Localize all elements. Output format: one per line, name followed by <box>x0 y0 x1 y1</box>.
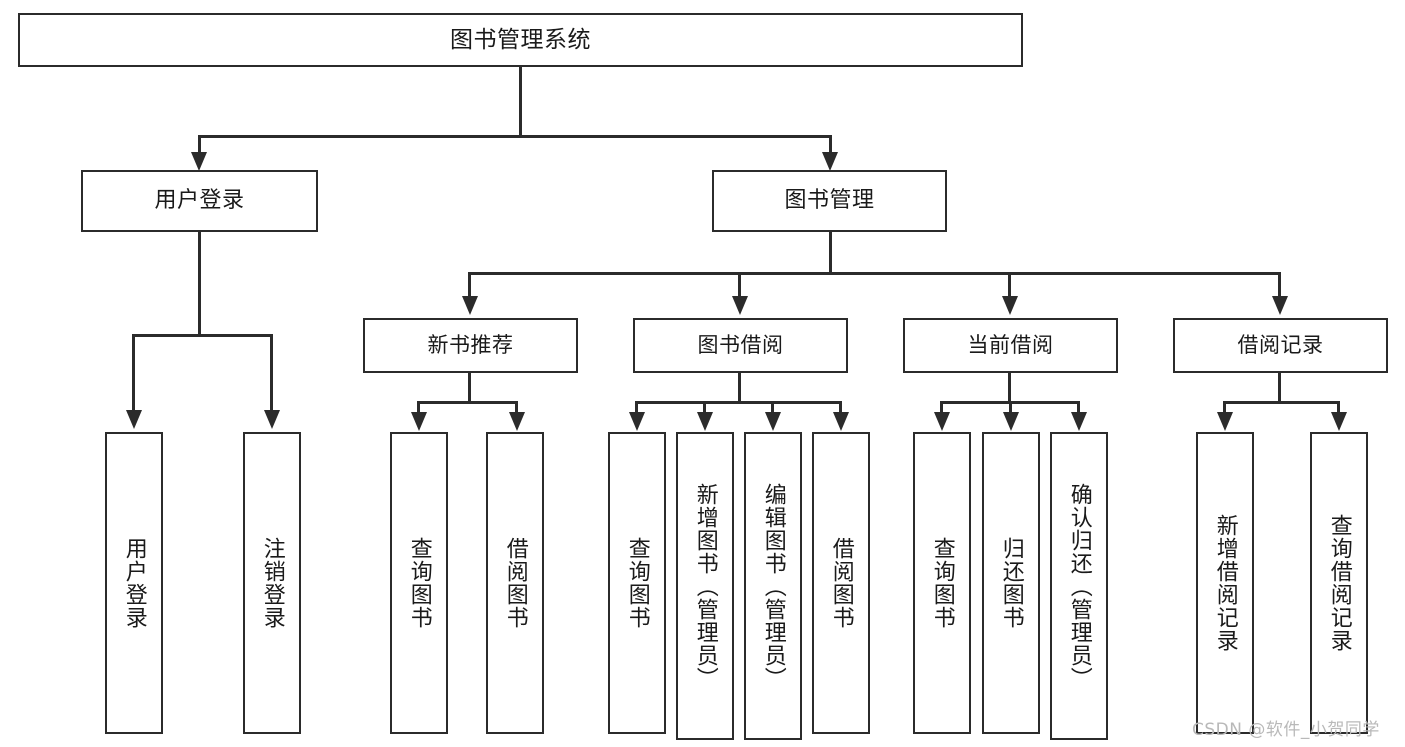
arrow-nb-to-leaf-2 <box>509 412 525 431</box>
edge-br-to-leaf-2 <box>1337 401 1340 418</box>
node-label: 注销登录 <box>259 537 285 629</box>
edge-book-borrow-stem <box>738 373 741 403</box>
edge-nb-to-leaf-2 <box>515 401 518 418</box>
edge-bm-to-new-book <box>468 272 471 302</box>
arrow-cb-to-leaf-1 <box>934 412 950 431</box>
node-label: 新增图书（管理员） <box>692 482 718 690</box>
node-label: 借阅图书 <box>828 537 854 629</box>
edge-user-login-bar <box>132 334 272 337</box>
node-label: 图书借阅 <box>697 333 784 358</box>
arrow-user-login-to-leaf-1 <box>126 410 142 429</box>
edge-br-to-leaf-1 <box>1223 401 1226 418</box>
edge-root-to-user-login <box>198 135 201 160</box>
leaf-return-book[interactable]: 归还图书 <box>982 432 1040 734</box>
leaf-edit-book-admin[interactable]: 编辑图书（管理员） <box>744 432 802 740</box>
arrow-bb-to-leaf-2 <box>697 412 713 431</box>
leaf-add-book-admin[interactable]: 新增图书（管理员） <box>676 432 734 740</box>
node-label: 借阅图书 <box>502 537 528 629</box>
arrow-user-login-to-leaf-2 <box>264 410 280 429</box>
edge-borrow-record-bar <box>1223 401 1339 404</box>
edge-bm-to-current-borrow <box>1008 272 1011 302</box>
node-label: 用户登录 <box>121 537 147 629</box>
edge-book-management-stem <box>829 232 832 274</box>
leaf-borrow-book-new-recommend[interactable]: 借阅图书 <box>486 432 544 734</box>
node-label: 新增借阅记录 <box>1212 514 1238 652</box>
node-label: 归还图书 <box>998 537 1024 629</box>
node-label: 确认归还（管理员） <box>1066 482 1092 690</box>
edge-user-login-to-leaf-2 <box>270 334 273 414</box>
arrow-bm-to-new-book <box>462 296 478 315</box>
node-current-borrow[interactable]: 当前借阅 <box>903 318 1118 373</box>
csdn-watermark: CSDN @软件_小贺同学 <box>1192 720 1380 740</box>
arrow-br-to-leaf-2 <box>1331 412 1347 431</box>
arrow-root-to-user-login <box>191 152 207 171</box>
edge-root-stem <box>519 67 522 135</box>
arrow-cb-to-leaf-2 <box>1003 412 1019 431</box>
edge-bm-to-book-borrow <box>738 272 741 302</box>
arrow-cb-to-leaf-3 <box>1071 412 1087 431</box>
node-label: 图书管理 <box>784 188 875 214</box>
arrow-br-to-leaf-1 <box>1217 412 1233 431</box>
edge-cb-to-leaf-2 <box>1009 401 1012 418</box>
arrow-bb-to-leaf-1 <box>629 412 645 431</box>
edge-root-to-book-management <box>829 135 832 160</box>
leaf-borrow-book[interactable]: 借阅图书 <box>812 432 870 734</box>
node-root-book-management-system[interactable]: 图书管理系统 <box>18 13 1023 67</box>
leaf-query-book-current[interactable]: 查询图书 <box>913 432 971 734</box>
leaf-query-book-borrow[interactable]: 查询图书 <box>608 432 666 734</box>
edge-nb-to-leaf-1 <box>417 401 420 418</box>
node-book-management[interactable]: 图书管理 <box>712 170 947 232</box>
edge-bb-to-leaf-1 <box>635 401 638 418</box>
edge-book-management-bar <box>468 272 1280 275</box>
leaf-user-login[interactable]: 用户登录 <box>105 432 163 734</box>
leaf-confirm-return-admin[interactable]: 确认归还（管理员） <box>1050 432 1108 740</box>
node-label: 查询图书 <box>929 537 955 629</box>
node-label: 查询图书 <box>624 537 650 629</box>
edge-new-book-bar <box>417 401 517 404</box>
leaf-query-borrow-record[interactable]: 查询借阅记录 <box>1310 432 1368 734</box>
edge-root-bar <box>198 135 832 138</box>
leaf-logout-login[interactable]: 注销登录 <box>243 432 301 734</box>
arrow-nb-to-leaf-1 <box>411 412 427 431</box>
node-label: 编辑图书（管理员） <box>760 482 786 690</box>
node-label: 借阅记录 <box>1237 333 1324 358</box>
arrow-root-to-book-management <box>822 152 838 171</box>
arrow-bm-to-borrow-record <box>1272 296 1288 315</box>
edge-book-borrow-bar <box>635 401 841 404</box>
arrow-bb-to-leaf-4 <box>833 412 849 431</box>
node-label: 当前借阅 <box>967 333 1054 358</box>
arrow-bm-to-current-borrow <box>1002 296 1018 315</box>
edge-user-login-stem <box>198 232 201 336</box>
edge-bb-to-leaf-4 <box>839 401 842 418</box>
edge-new-book-stem <box>468 373 471 403</box>
edge-bb-to-leaf-2 <box>703 401 706 418</box>
node-label: 图书管理系统 <box>450 26 591 53</box>
node-new-book-recommend[interactable]: 新书推荐 <box>363 318 578 373</box>
node-book-borrow[interactable]: 图书借阅 <box>633 318 848 373</box>
arrow-bb-to-leaf-3 <box>765 412 781 431</box>
leaf-query-book-new-recommend[interactable]: 查询图书 <box>390 432 448 734</box>
edge-user-login-to-leaf-1 <box>132 334 135 414</box>
node-user-login[interactable]: 用户登录 <box>81 170 318 232</box>
arrow-bm-to-book-borrow <box>732 296 748 315</box>
node-label: 查询借阅记录 <box>1326 514 1352 652</box>
node-label: 查询图书 <box>406 537 432 629</box>
node-label: 新书推荐 <box>427 333 514 358</box>
edge-current-borrow-stem <box>1008 373 1011 403</box>
edge-bb-to-leaf-3 <box>771 401 774 418</box>
edge-cb-to-leaf-3 <box>1077 401 1080 418</box>
node-borrow-record[interactable]: 借阅记录 <box>1173 318 1388 373</box>
edge-borrow-record-stem <box>1278 373 1281 403</box>
edge-cb-to-leaf-1 <box>940 401 943 418</box>
leaf-add-borrow-record[interactable]: 新增借阅记录 <box>1196 432 1254 734</box>
node-label: 用户登录 <box>154 188 245 214</box>
edge-bm-to-borrow-record <box>1278 272 1281 302</box>
